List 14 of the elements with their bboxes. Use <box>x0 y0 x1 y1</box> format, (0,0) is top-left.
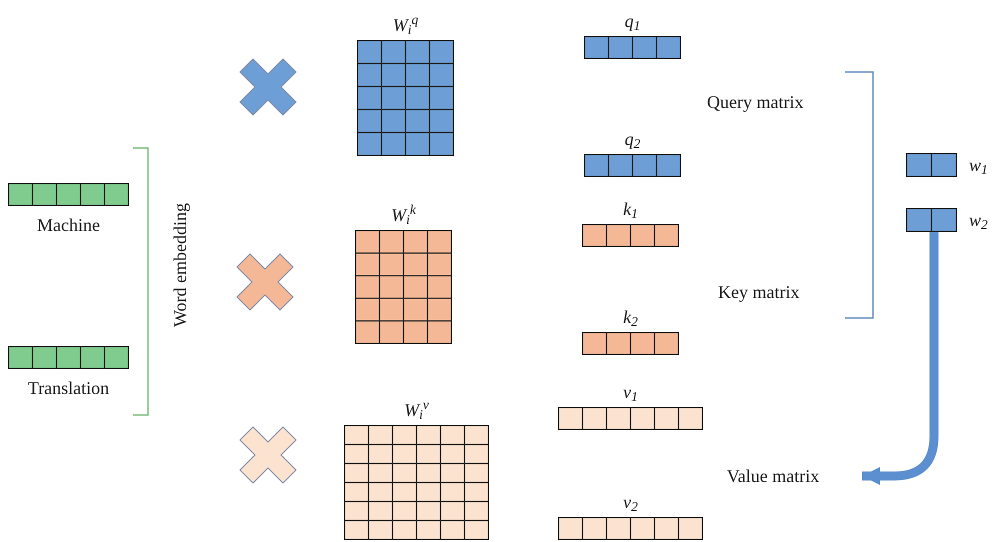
vector-label: w$_{2}$ <box>969 209 988 231</box>
caption-text: Value matrix <box>726 465 820 487</box>
vector-label: k$_{2}$ <box>623 306 638 328</box>
vector-label: q$_{2}$ <box>624 128 640 150</box>
caption-text: Query matrix <box>707 91 804 114</box>
vector-label: k$_{1}$ <box>623 198 638 220</box>
vector-label: v$_{1}$ <box>623 381 638 403</box>
axis-caption: Word embedding <box>169 202 191 330</box>
vector-label: q$_{1}$ <box>624 10 640 32</box>
vector-label: Translation <box>28 377 110 399</box>
vector-label: Machine <box>37 214 100 236</box>
vector-label: v$_{2}$ <box>623 491 638 513</box>
caption-text: Key matrix <box>718 281 800 304</box>
vector-label: w$_{1}$ <box>969 154 988 176</box>
